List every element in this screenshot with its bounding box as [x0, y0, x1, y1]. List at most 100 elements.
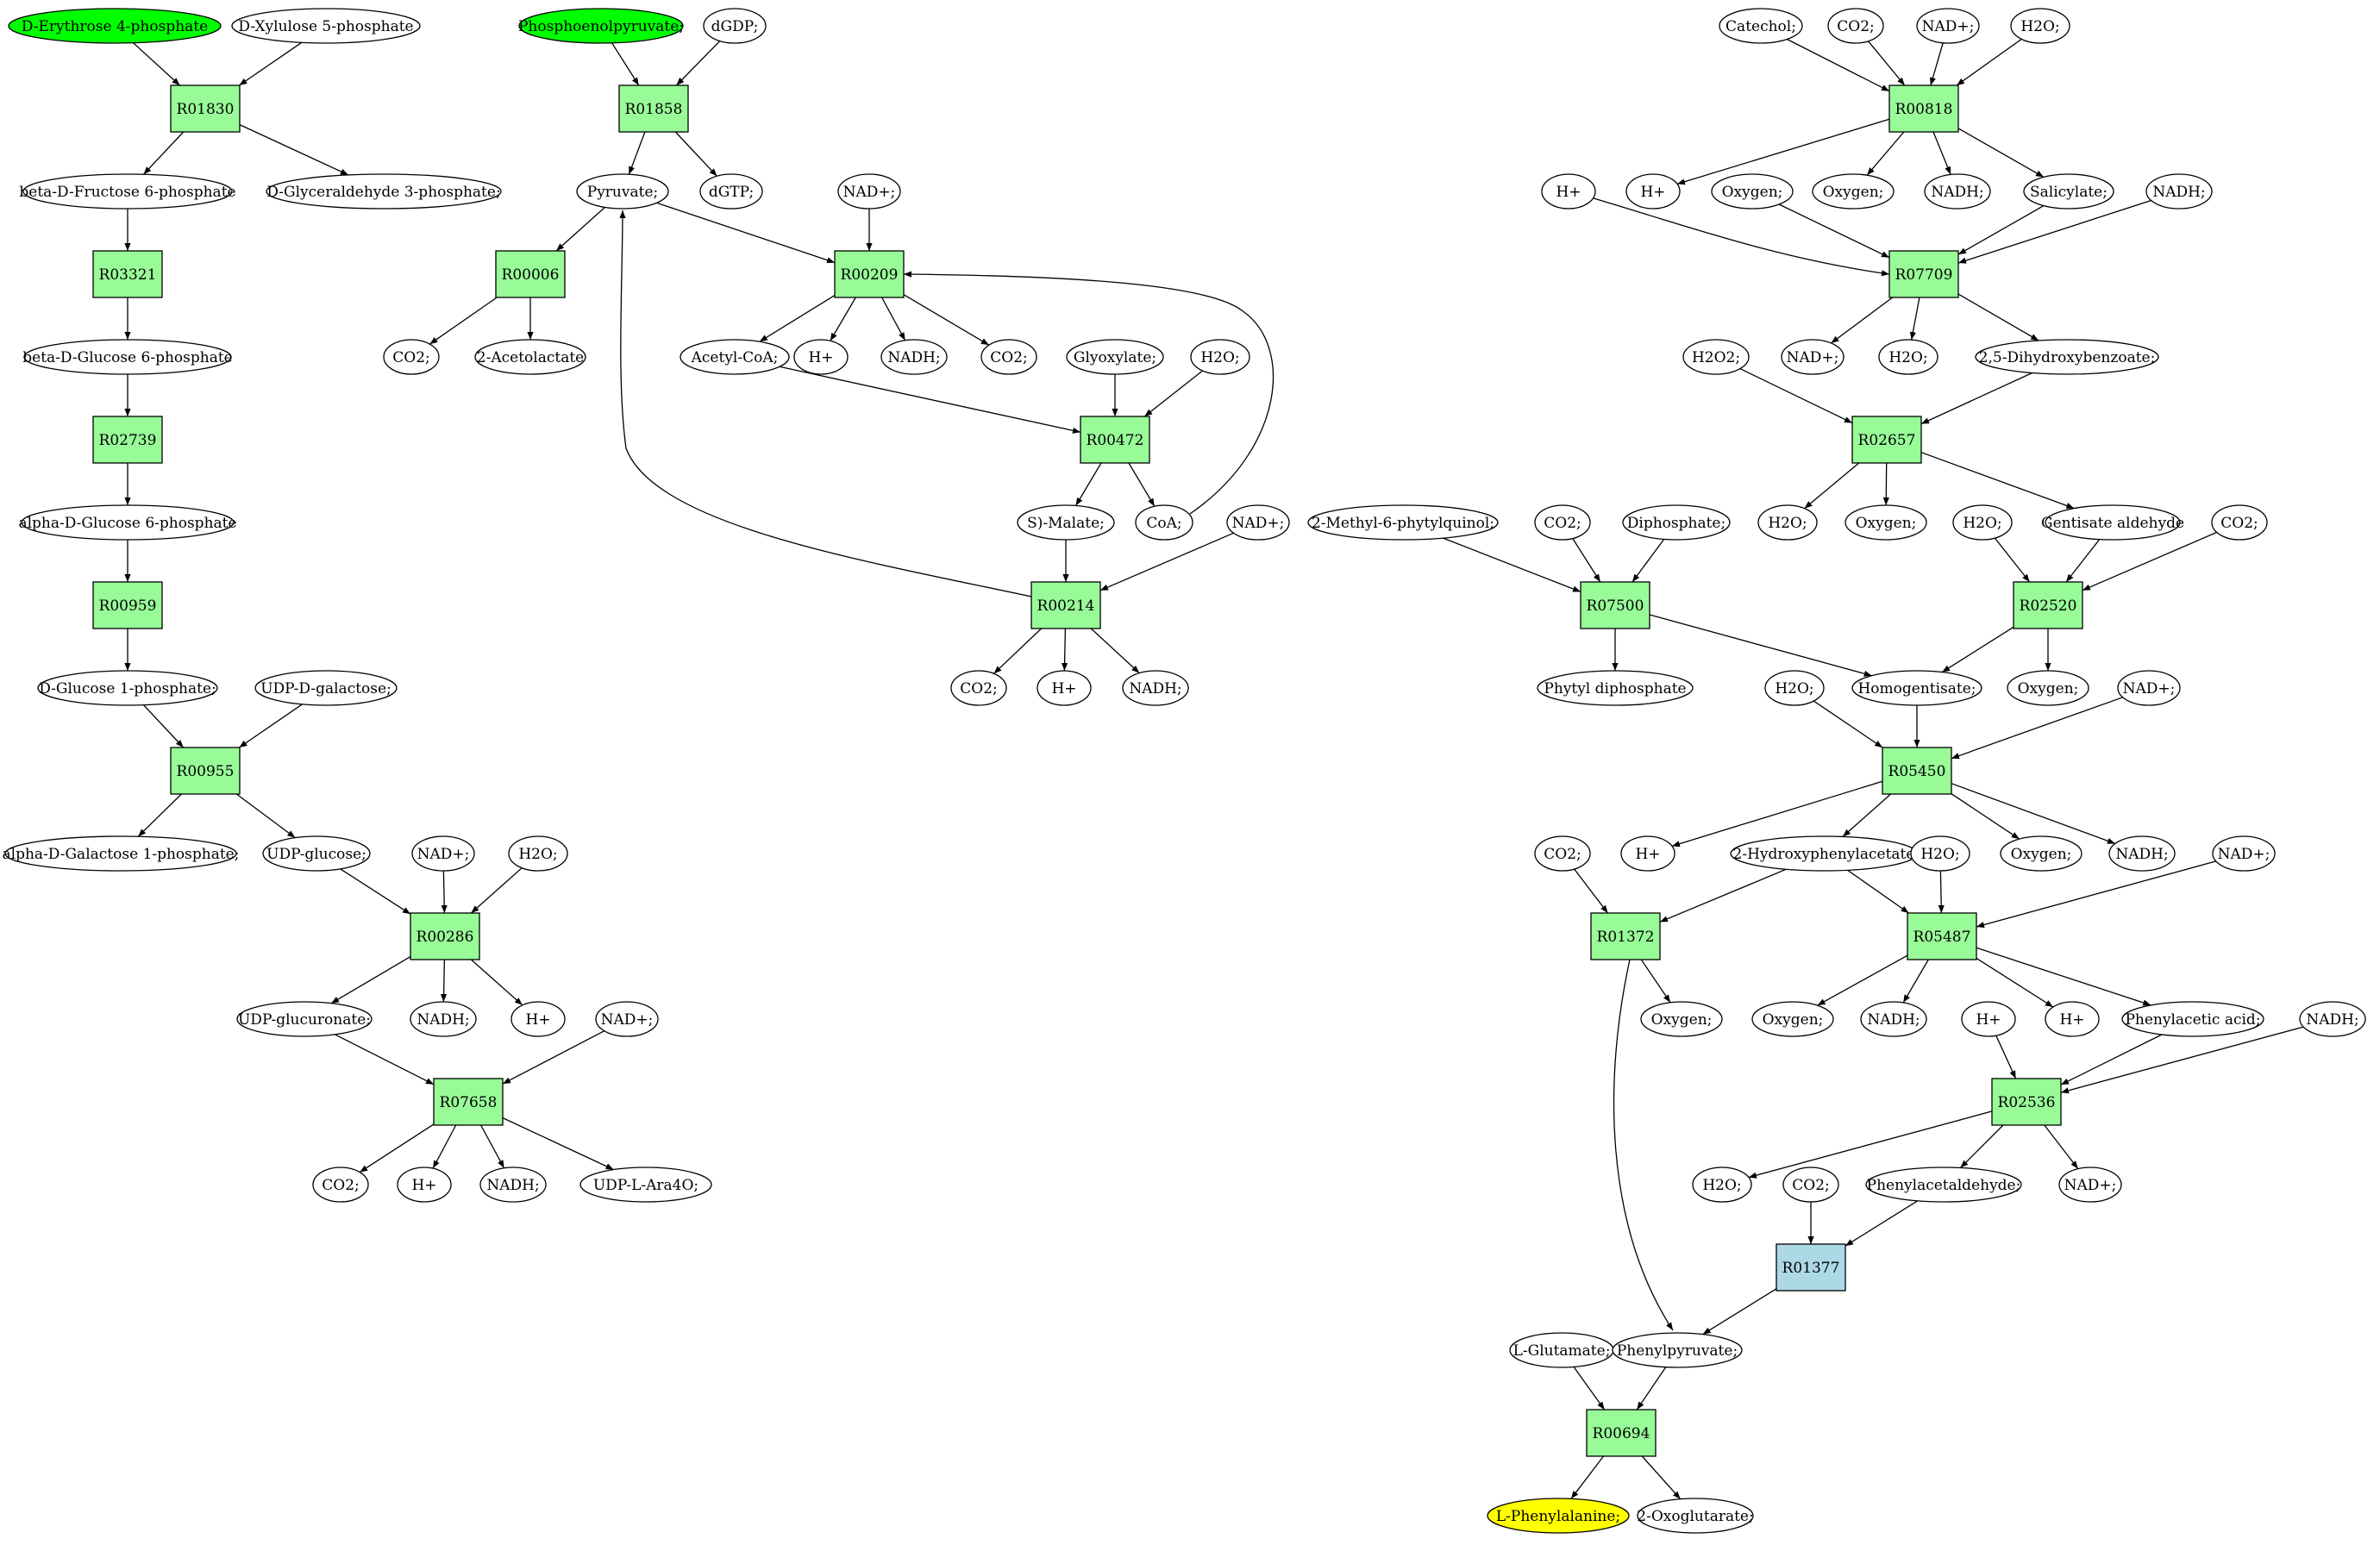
compound-node-salicyl[interactable]: Salicylate; — [2023, 173, 2114, 210]
compound-node-oxy_450[interactable]: Oxygen; — [2000, 835, 2082, 872]
reaction-node-r02536[interactable]: R02536 — [1991, 1078, 2062, 1126]
compound-node-phac[interactable]: Phenylacetic acid; — [2121, 1001, 2264, 1037]
reaction-node-r00214[interactable]: R00214 — [1030, 581, 1101, 629]
reaction-node-r02657[interactable]: R02657 — [1851, 416, 1922, 464]
compound-node-h_487[interactable]: H+ — [2045, 1001, 2100, 1037]
compound-node-nadh_b[interactable]: NADH; — [2145, 173, 2213, 210]
compound-node-nad_487[interactable]: NAD+; — [2212, 835, 2276, 872]
reaction-node-r07500[interactable]: R07500 — [1580, 581, 1650, 629]
compound-node-nad_286[interactable]: NAD+; — [411, 835, 475, 872]
compound-node-h2o_487[interactable]: H2O; — [1910, 835, 1970, 872]
compound-node-h_450[interactable]: H+ — [1620, 835, 1675, 872]
compound-node-nad_450[interactable]: NAD+; — [2117, 670, 2181, 706]
reaction-node-r00959[interactable]: R00959 — [92, 581, 163, 629]
compound-node-h_536[interactable]: H+ — [1961, 1001, 2016, 1037]
compound-node-e4p[interactable]: D-Erythrose 4-phosphate — [8, 8, 222, 44]
compound-node-nad_214[interactable]: NAD+; — [1226, 504, 1290, 541]
compound-node-nadh_487[interactable]: NADH; — [1860, 1001, 1927, 1037]
compound-node-malate[interactable]: S)-Malate; — [1017, 504, 1115, 541]
compound-node-co2_520[interactable]: CO2; — [2211, 504, 2268, 541]
reaction-node-r00694[interactable]: R00694 — [1586, 1409, 1657, 1457]
reaction-node-r03321[interactable]: R03321 — [92, 250, 163, 298]
compound-node-dgtp[interactable]: dGTP; — [699, 173, 763, 210]
compound-node-homogent[interactable]: Homogentisate; — [1851, 670, 1982, 706]
reaction-node-r01377[interactable]: R01377 — [1776, 1243, 1846, 1292]
compound-node-h_286[interactable]: H+ — [510, 1001, 566, 1037]
compound-node-diphos[interactable]: Diphosphate; — [1622, 504, 1731, 541]
compound-node-nadh_818[interactable]: NADH; — [1924, 173, 1991, 210]
compound-node-glyox[interactable]: Glyoxylate; — [1066, 339, 1164, 375]
compound-node-co2_214[interactable]: CO2; — [950, 670, 1007, 706]
reaction-node-r02739[interactable]: R02739 — [92, 416, 163, 464]
compound-node-h2o_709[interactable]: H2O; — [1878, 339, 1938, 375]
reaction-node-r01858[interactable]: R01858 — [618, 84, 689, 133]
reaction-node-r00818[interactable]: R00818 — [1888, 84, 1959, 133]
reaction-node-r05450[interactable]: R05450 — [1882, 747, 1952, 795]
compound-node-oxy_372[interactable]: Oxygen; — [1640, 1001, 1723, 1037]
compound-node-h2o_536[interactable]: H2O; — [1692, 1167, 1752, 1203]
compound-node-nadh_286[interactable]: NADH; — [410, 1001, 477, 1037]
compound-node-catechol[interactable]: Catechol; — [1719, 8, 1803, 44]
compound-node-phytyl[interactable]: Phytyl diphosphate — [1537, 670, 1694, 706]
compound-node-oxy_487[interactable]: Oxygen; — [1751, 1001, 1834, 1037]
compound-node-coa[interactable]: CoA; — [1135, 504, 1193, 541]
compound-node-agal1p[interactable]: alpha-D-Galactose 1-phosphate; — [3, 835, 240, 872]
compound-node-pyr[interactable]: Pyruvate; — [576, 173, 669, 210]
compound-node-oxy_818[interactable]: Oxygen; — [1812, 173, 1895, 210]
compound-node-oxy_657[interactable]: Oxygen; — [1845, 504, 1927, 541]
compound-node-glu[interactable]: L-Glutamate; — [1509, 1332, 1614, 1368]
reaction-node-r01372[interactable]: R01372 — [1590, 912, 1661, 960]
compound-node-h_a[interactable]: H+ — [1541, 173, 1596, 210]
compound-node-nadh_536[interactable]: NADH; — [2299, 1001, 2366, 1037]
compound-node-nad_818[interactable]: NAD+; — [1916, 8, 1980, 44]
compound-node-x5p[interactable]: D-Xylulose 5-phosphate — [231, 8, 421, 44]
compound-node-f6p[interactable]: beta-D-Fructose 6-phosphate — [19, 173, 236, 210]
reaction-node-r00006[interactable]: R00006 — [495, 250, 566, 298]
reaction-node-r00286[interactable]: R00286 — [410, 912, 480, 960]
compound-node-h_214[interactable]: H+ — [1037, 670, 1092, 706]
compound-node-co2_372[interactable]: CO2; — [1534, 835, 1591, 872]
compound-node-mpq[interactable]: 2-Methyl-6-phytylquinol; — [1307, 504, 1499, 541]
compound-node-h2o_450[interactable]: H2O; — [1764, 670, 1825, 706]
compound-node-phe[interactable]: L-Phenylalanine; — [1487, 1498, 1630, 1534]
compound-node-bg6p[interactable]: beta-D-Glucose 6-phosphate — [22, 339, 233, 375]
compound-node-phacald[interactable]: Phenylacetaldehyde; — [1865, 1167, 2022, 1203]
compound-node-h_818[interactable]: H+ — [1625, 173, 1681, 210]
compound-node-h2o_b[interactable]: H2O; — [1952, 504, 2013, 541]
reaction-node-r00209[interactable]: R00209 — [834, 250, 905, 298]
compound-node-co2_818[interactable]: CO2; — [1827, 8, 1884, 44]
compound-node-nad_209[interactable]: NAD+; — [837, 173, 901, 210]
compound-node-h2o_472[interactable]: H2O; — [1190, 339, 1250, 375]
compound-node-acetolac[interactable]: 2-Acetolactate — [474, 339, 586, 375]
compound-node-udpara[interactable]: UDP-L-Ara4O; — [579, 1167, 712, 1203]
compound-node-udpglcur[interactable]: UDP-glucuronate; — [236, 1001, 373, 1037]
compound-node-h2o2[interactable]: H2O2; — [1682, 339, 1750, 375]
compound-node-nadh_450[interactable]: NADH; — [2108, 835, 2176, 872]
reaction-node-r00955[interactable]: R00955 — [170, 747, 241, 795]
compound-node-nad_536[interactable]: NAD+; — [2058, 1167, 2122, 1203]
reaction-node-r02520[interactable]: R02520 — [2013, 581, 2083, 629]
reaction-node-r01830[interactable]: R01830 — [170, 84, 241, 133]
compound-node-udpglc[interactable]: UDP-glucose; — [262, 835, 371, 872]
compound-node-gentald[interactable]: Gentisate aldehyde — [2041, 504, 2184, 541]
compound-node-nad_658[interactable]: NAD+; — [595, 1001, 659, 1037]
compound-node-phpyr[interactable]: Phenylpyruvate; — [1612, 1332, 1743, 1368]
compound-node-oxy_a[interactable]: Oxygen; — [1711, 173, 1794, 210]
compound-node-oxy_520[interactable]: Oxygen; — [2007, 670, 2089, 706]
compound-node-co2_377[interactable]: CO2; — [1782, 1167, 1839, 1203]
compound-node-h2o_657[interactable]: H2O; — [1757, 504, 1818, 541]
reaction-node-r07658[interactable]: R07658 — [433, 1078, 504, 1126]
compound-node-co2_006[interactable]: CO2; — [383, 339, 440, 375]
compound-node-nadh_214[interactable]: NADH; — [1122, 670, 1189, 706]
compound-node-dhb[interactable]: 2,5-Dihydroxybenzoate; — [1975, 339, 2159, 375]
compound-node-h2o_818[interactable]: H2O; — [2010, 8, 2070, 44]
compound-node-h2o_286[interactable]: H2O; — [508, 835, 568, 872]
compound-node-nadh_658[interactable]: NADH; — [479, 1167, 547, 1203]
reaction-node-r07709[interactable]: R07709 — [1888, 250, 1959, 298]
compound-node-2hpa[interactable]: 2-Hydroxyphenylacetate — [1730, 835, 1918, 872]
compound-node-nad_709[interactable]: NAD+; — [1781, 339, 1845, 375]
compound-node-g3p[interactable]: D-Glyceraldehyde 3-phosphate; — [266, 173, 502, 210]
compound-node-co2_209[interactable]: CO2; — [980, 339, 1037, 375]
compound-node-pep[interactable]: Phosphoenolpyruvate; — [518, 8, 684, 44]
reaction-node-r00472[interactable]: R00472 — [1080, 416, 1150, 464]
